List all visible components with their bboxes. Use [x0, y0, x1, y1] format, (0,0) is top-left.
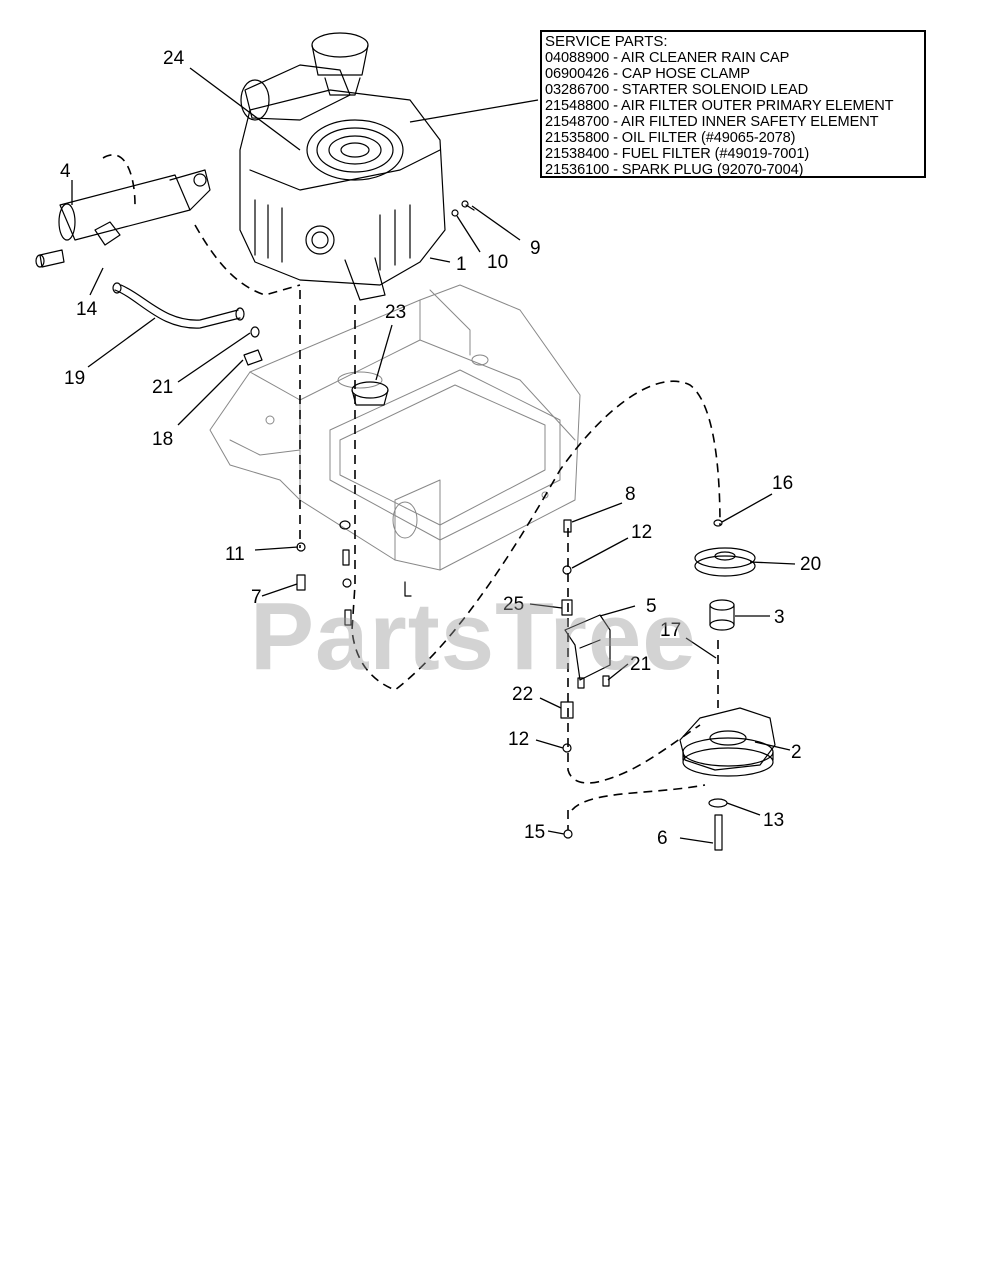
- callout-2: 2: [791, 742, 802, 763]
- callout-3: 3: [774, 607, 785, 628]
- frame-assembly: [209, 284, 581, 571]
- engine: [239, 32, 446, 301]
- washer-16: [713, 519, 723, 527]
- leader-lines: [71, 67, 796, 844]
- service-parts-title: SERVICE PARTS:: [545, 33, 668, 50]
- callout-11: 11: [225, 544, 245, 565]
- callout-7: 7: [251, 587, 262, 608]
- callout-labels: 24 4 14 19 21 18 23 1 10 9 8 12 16 20 11…: [60, 48, 821, 849]
- callout-1: 1: [456, 254, 467, 275]
- callout-20: 20: [800, 554, 821, 575]
- callout-17: 17: [660, 620, 681, 641]
- bolt-6: [714, 814, 723, 851]
- nut-21-upper: [250, 326, 260, 338]
- callout-12-lower: 12: [508, 729, 529, 750]
- callout-22: 22: [512, 684, 533, 705]
- callout-14: 14: [76, 299, 98, 320]
- bolt-9: [461, 200, 475, 211]
- service-part-line: 21548700 - AIR FILTED INNER SAFETY ELEME…: [545, 114, 879, 130]
- exhaust-pipe: [112, 282, 245, 329]
- callout-5: 5: [646, 596, 657, 617]
- bolt-18: [243, 349, 263, 366]
- service-part-line: 21536100 - SPARK PLUG (92070-7004): [545, 162, 804, 178]
- callout-8: 8: [625, 484, 636, 505]
- callout-19: 19: [64, 368, 85, 389]
- callout-4: 4: [60, 161, 71, 182]
- callout-24: 24: [163, 48, 185, 69]
- service-part-line: 21538400 - FUEL FILTER (#49019-7001): [545, 146, 810, 162]
- service-part-line: 03286700 - STARTER SOLENOID LEAD: [545, 82, 809, 98]
- watermark-logo: PartsTree: [250, 583, 697, 690]
- callout-10: 10: [487, 252, 508, 273]
- pto-clutch-2: [679, 707, 776, 777]
- muffler: [35, 169, 211, 268]
- service-part-line: 06900426 - CAP HOSE CLAMP: [545, 66, 750, 82]
- callout-13: 13: [763, 810, 784, 831]
- service-part-line: 21535800 - OIL FILTER (#49065-2078): [545, 130, 796, 146]
- service-part-line: 21548800 - AIR FILTER OUTER PRIMARY ELEM…: [545, 98, 894, 114]
- spacer-3: [709, 599, 735, 631]
- callout-21-lower: 21: [630, 654, 651, 675]
- callout-21-upper: 21: [152, 377, 173, 398]
- callout-9: 9: [530, 238, 541, 259]
- service-parts-box: SERVICE PARTS: 04088900 - AIR CLEANER RA…: [540, 30, 926, 178]
- service-part-line: 04088900 - AIR CLEANER RAIN CAP: [545, 50, 790, 66]
- assembly-lines: [102, 154, 721, 830]
- fuel-tank-ring-23: [351, 381, 389, 406]
- callout-6: 6: [657, 828, 668, 849]
- callout-12-upper: 12: [631, 522, 652, 543]
- pulley-20: [694, 547, 756, 577]
- callout-23: 23: [385, 302, 406, 323]
- nut-15: [563, 829, 573, 839]
- callout-25: 25: [503, 594, 524, 615]
- washer-10: [451, 209, 459, 217]
- callout-18: 18: [152, 429, 173, 450]
- callout-16: 16: [772, 473, 793, 494]
- washer-13: [708, 798, 728, 808]
- bracket-5: [564, 614, 611, 681]
- callout-15: 15: [524, 822, 545, 843]
- mount-hardware-left: [296, 520, 412, 626]
